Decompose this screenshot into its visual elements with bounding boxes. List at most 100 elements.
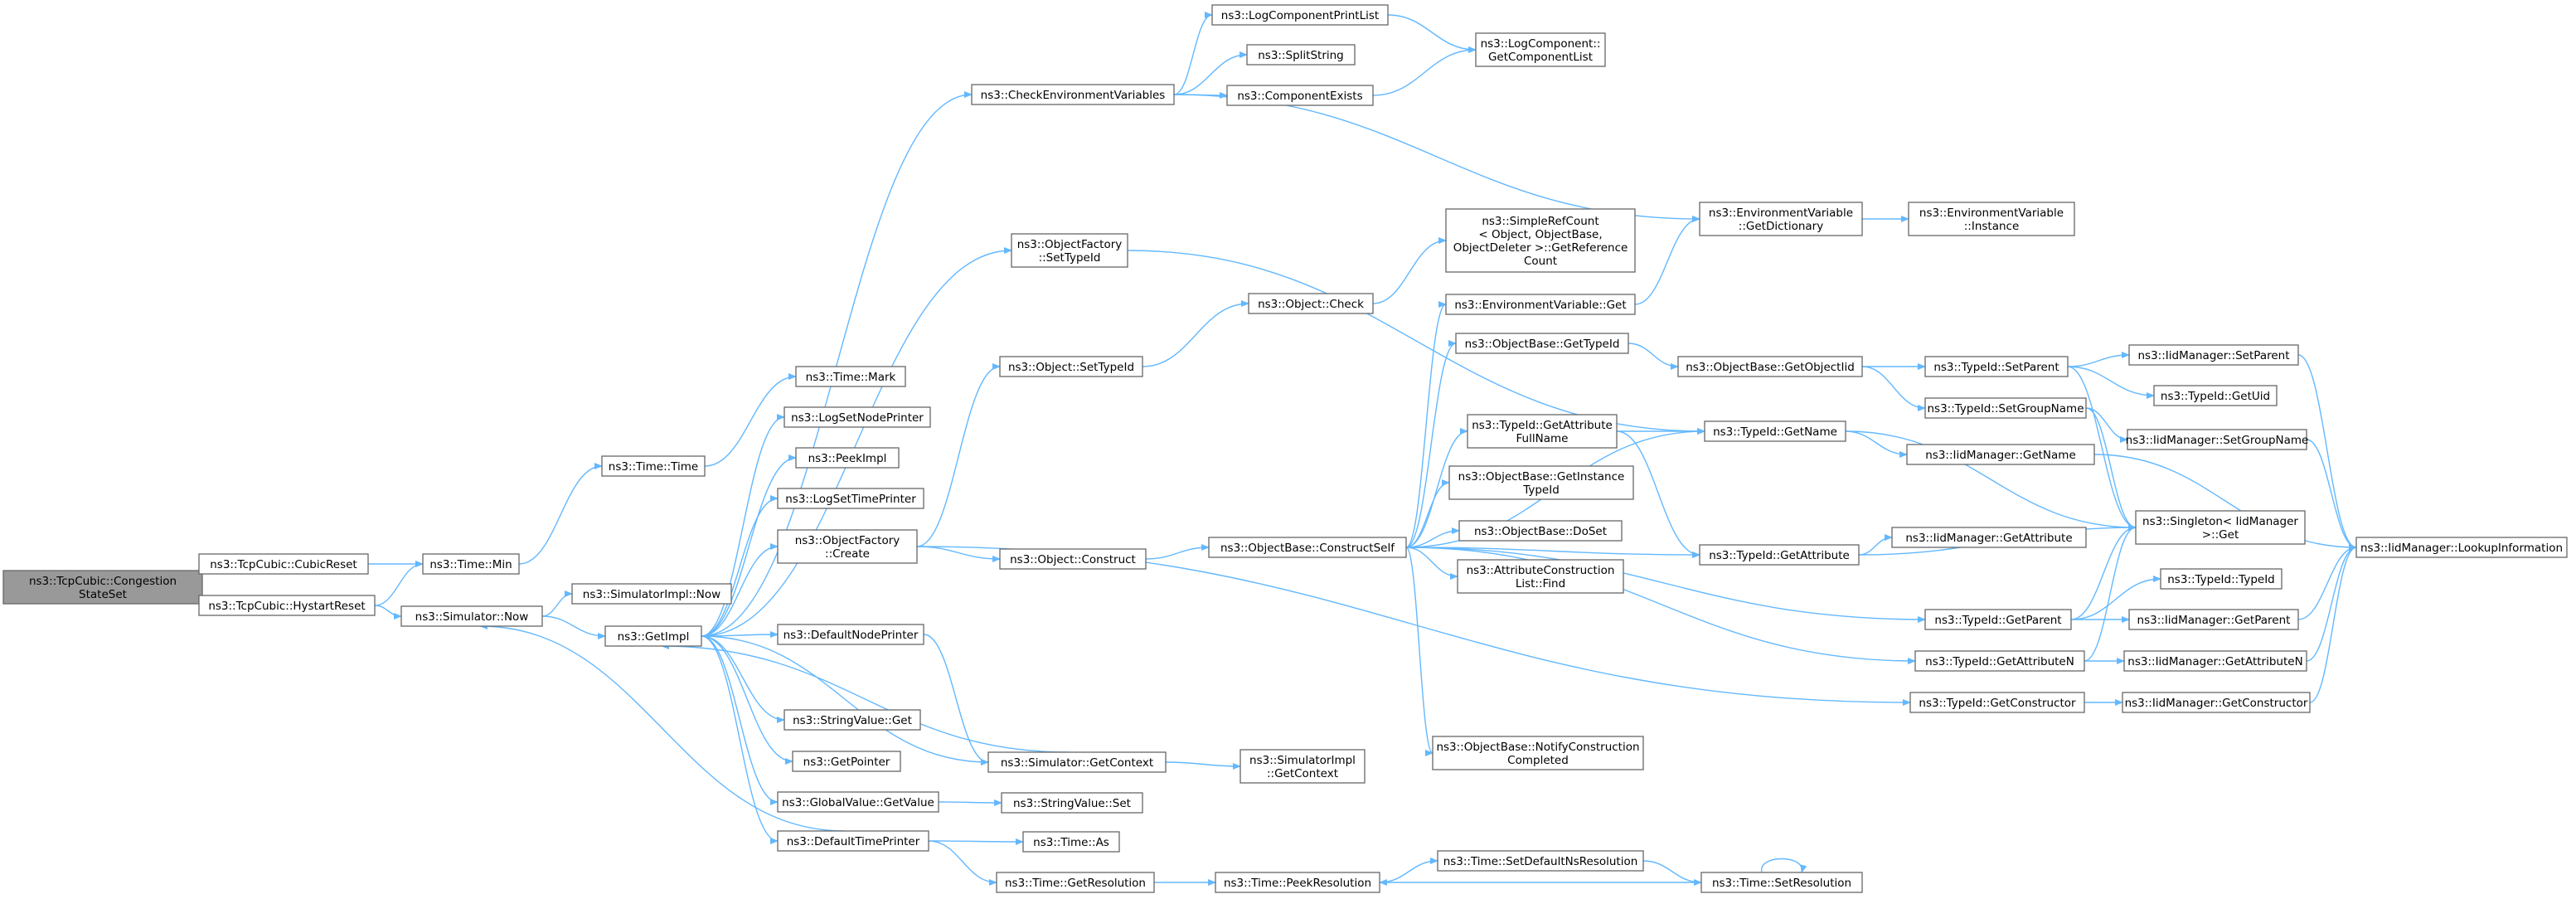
node-iidlookup[interactable]: ns3::IidManager::LookupInformation — [2355, 537, 2568, 558]
node-box — [198, 553, 369, 575]
node-ofcreate[interactable]: ns3::ObjectFactory::Create — [777, 529, 918, 564]
node-obconstructself[interactable]: ns3::ObjectBase::ConstructSelf — [1208, 537, 1407, 558]
edge-obgettypeid-to-obgetoid — [1628, 343, 1679, 370]
node-obgettypeid[interactable]: ns3::ObjectBase::GetTypeId — [1455, 333, 1629, 354]
edge-getimpl-to-simgetctx — [701, 635, 989, 765]
node-tidgetuid[interactable]: ns3::TypeId::GetUid — [2153, 385, 2278, 406]
node-iidgetattr[interactable]: ns3::IidManager::GetAttribute — [1891, 527, 2087, 548]
node-tidgetctor[interactable]: ns3::TypeId::GetConstructor — [1909, 692, 2085, 713]
node-iidgetparent[interactable]: ns3::IidManager::GetParent — [2128, 609, 2299, 630]
node-tidtypeid[interactable]: ns3::TypeId::TypeId — [2160, 568, 2283, 590]
node-box — [1215, 872, 1380, 893]
edge-defnode-to-simgetctx — [923, 634, 989, 765]
node-compexists[interactable]: ns3::ComponentExists — [1226, 85, 1374, 106]
edge-envget-to-envdict — [1634, 216, 1700, 305]
node-defnode[interactable]: ns3::DefaultNodePrinter — [777, 624, 924, 645]
node-strset[interactable]: ns3::StringValue::Set — [1001, 792, 1143, 814]
node-objsettypeid[interactable]: ns3::Object::SetTypeId — [999, 356, 1143, 377]
node-getpointer[interactable]: ns3::GetPointer — [792, 751, 901, 772]
node-label: TypeId — [1522, 484, 1560, 497]
node-timesetdef[interactable]: ns3::Time::SetDefaultNsResolution — [1437, 850, 1644, 872]
node-hystart[interactable]: ns3::TcpCubic::HystartReset — [198, 595, 376, 616]
node-timesetres[interactable]: ns3::Time::SetResolution — [1700, 872, 1863, 893]
node-peekimpl[interactable]: ns3::PeekImpl — [795, 447, 900, 469]
edge-getimpl-to-peekimpl — [701, 454, 797, 637]
node-singleton[interactable]: ns3::Singleton< IidManager>::Get — [2135, 510, 2306, 545]
node-box — [1891, 527, 2087, 548]
node-label: ns3::EnvironmentVariable::Get — [1454, 299, 1626, 312]
node-timepeekres[interactable]: ns3::Time::PeekResolution — [1215, 872, 1380, 893]
node-box — [1914, 650, 2085, 672]
node-obdoset[interactable]: ns3::ObjectBase::DoSet — [1458, 520, 1623, 542]
node-label: ns3::Time::SetDefaultNsResolution — [1443, 855, 1638, 868]
node-timetime[interactable]: ns3::Time::Time — [601, 455, 706, 477]
node-timegetres[interactable]: ns3::Time::GetResolution — [996, 872, 1155, 893]
node-envdict[interactable]: ns3::EnvironmentVariable::GetDictionary — [1699, 202, 1863, 236]
node-label: Completed — [1507, 754, 1569, 767]
node-ofsettypeid[interactable]: ns3::ObjectFactory::SetTypeId — [1011, 233, 1128, 268]
node-logsettime[interactable]: ns3::LogSetTimePrinter — [777, 488, 924, 509]
node-simgetctx[interactable]: ns3::Simulator::GetContext — [987, 751, 1167, 773]
node-tidgetattr[interactable]: ns3::TypeId::GetAttribute — [1699, 544, 1860, 566]
node-box — [1457, 559, 1624, 594]
node-iidgetctor[interactable]: ns3::IidManager::GetConstructor — [2122, 692, 2311, 713]
node-label: ns3::GetImpl — [618, 630, 690, 644]
node-label: Count — [1524, 255, 1557, 268]
node-tidgetname[interactable]: ns3::TypeId::GetName — [1704, 420, 1846, 442]
node-label: ns3::TypeId::GetParent — [1934, 614, 2061, 627]
node-getimpl[interactable]: ns3::GetImpl — [604, 625, 702, 647]
node-box — [1924, 397, 2087, 419]
node-tidgetparent[interactable]: ns3::TypeId::GetParent — [1924, 609, 2072, 630]
node-checkenv[interactable]: ns3::CheckEnvironmentVariables — [971, 84, 1175, 105]
node-iidgetname[interactable]: ns3::IidManager::GetName — [1906, 444, 2095, 465]
node-simimplctx[interactable]: ns3::SimulatorImpl::GetContext — [1239, 749, 1366, 784]
node-label: ns3::Simulator::Now — [415, 610, 529, 624]
node-box — [1022, 831, 1120, 853]
node-logsetnode[interactable]: ns3::LogSetNodePrinter — [783, 406, 931, 428]
node-iidsetparent[interactable]: ns3::IidManager::SetParent — [2128, 344, 2299, 366]
node-box — [400, 605, 543, 627]
node-gvget[interactable]: ns3::GlobalValue::GetValue — [777, 791, 939, 813]
node-box — [1248, 293, 1374, 314]
node-logcgcl[interactable]: ns3::LogComponent::GetComponentList — [1475, 32, 1606, 67]
node-label: ns3::IidManager::GetParent — [2137, 614, 2291, 627]
node-iidsetgroup[interactable]: ns3::IidManager::SetGroupName — [2126, 429, 2309, 450]
node-envget[interactable]: ns3::EnvironmentVariable::Get — [1445, 294, 1636, 315]
node-box — [1677, 356, 1863, 377]
node-label: ns3::Time::GetResolution — [1005, 877, 1146, 890]
node-iidgetattrn[interactable]: ns3::IidManager::GetAttributeN — [2123, 650, 2307, 672]
node-label: ns3::IidManager::LookupInformation — [2360, 542, 2563, 555]
node-tidsetgroup[interactable]: ns3::TypeId::SetGroupName — [1924, 397, 2087, 419]
node-label: < Object, ObjectBase, — [1478, 228, 1602, 241]
edge-obconstructself-to-obnotify — [1405, 547, 1434, 756]
node-label: ns3::SimulatorImpl::Now — [583, 588, 720, 601]
node-logcpl[interactable]: ns3::LogComponentPrintList — [1211, 4, 1389, 26]
node-strget[interactable]: ns3::StringValue::Get — [783, 709, 921, 731]
edge-tidgetattr-to-iidgetattr — [1858, 534, 1893, 556]
node-label: >::Get — [2202, 528, 2239, 542]
node-tidgetattrn[interactable]: ns3::TypeId::GetAttributeN — [1914, 650, 2085, 672]
node-timemark[interactable]: ns3::Time::Mark — [795, 366, 906, 387]
node-obgetoid[interactable]: ns3::ObjectBase::GetObjectIid — [1677, 356, 1863, 377]
node-simimplnow[interactable]: ns3::SimulatorImpl::Now — [571, 583, 732, 605]
node-tidsetparent[interactable]: ns3::TypeId::SetParent — [1924, 356, 2069, 377]
node-splitstr[interactable]: ns3::SplitString — [1246, 44, 1356, 66]
edge-iidgetname-to-iidlookup — [2093, 454, 2357, 551]
node-objcheck[interactable]: ns3::Object::Check — [1248, 293, 1374, 314]
node-deftime[interactable]: ns3::DefaultTimePrinter — [777, 830, 929, 852]
node-timemin[interactable]: ns3::Time::Min — [422, 553, 520, 575]
node-objconstruct[interactable]: ns3::Object::Construct — [999, 548, 1147, 570]
node-obnotify[interactable]: ns3::ObjectBase::NotifyConstructionCompl… — [1432, 736, 1644, 770]
edge-getimpl-to-ofsettypeid — [701, 247, 1012, 637]
node-label: ObjectDeleter >::GetReference — [1453, 241, 1628, 255]
node-envinst[interactable]: ns3::EnvironmentVariable::Instance — [1908, 202, 2075, 236]
node-label: GetComponentList — [1488, 51, 1593, 64]
node-simnow[interactable]: ns3::Simulator::Now — [400, 605, 543, 627]
node-simplerefcount[interactable]: ns3::SimpleRefCount< Object, ObjectBase,… — [1445, 208, 1636, 273]
node-timeas[interactable]: ns3::Time::As — [1022, 831, 1120, 853]
node-cubicreset[interactable]: ns3::TcpCubic::CubicReset — [198, 553, 369, 575]
